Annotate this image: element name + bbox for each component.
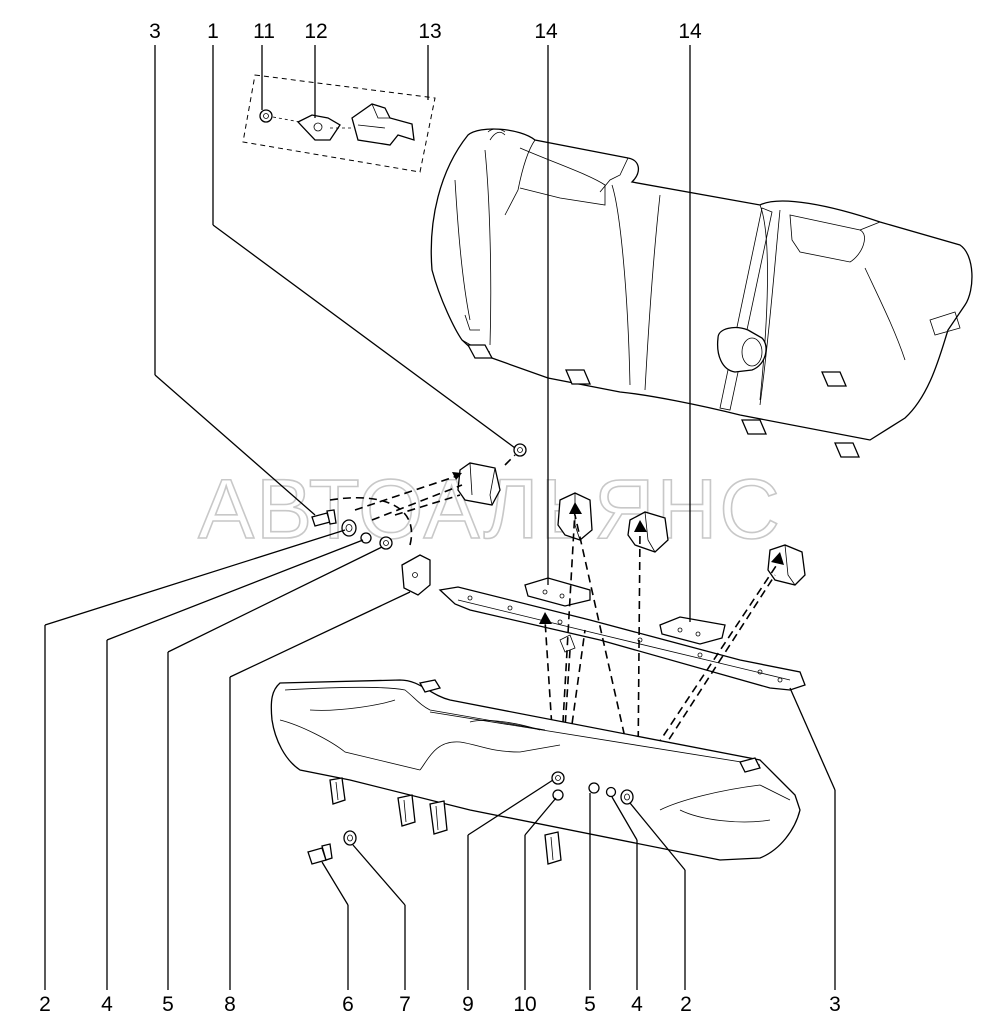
callout-3-top: 3 bbox=[149, 20, 161, 43]
callout-12-top: 12 bbox=[304, 20, 327, 43]
callout-2-bottom-right: 2 bbox=[680, 993, 692, 1016]
detail-box bbox=[242, 74, 436, 173]
callout-14-top-right: 14 bbox=[678, 20, 702, 43]
callout-6-bottom: 6 bbox=[342, 993, 354, 1016]
callout-10-bottom: 10 bbox=[513, 993, 536, 1016]
callout-4-bottom-right: 4 bbox=[631, 993, 643, 1016]
callout-8-bottom: 8 bbox=[224, 993, 236, 1016]
callout-5-bottom-left: 5 bbox=[162, 993, 174, 1016]
callout-5-bottom-right: 5 bbox=[584, 993, 596, 1016]
cross-member bbox=[438, 577, 806, 691]
callout-7-bottom: 7 bbox=[399, 993, 411, 1016]
callout-14-top-left: 14 bbox=[534, 20, 558, 43]
callout-13-top: 13 bbox=[418, 20, 441, 43]
callout-1-top: 1 bbox=[207, 20, 219, 43]
callout-labels: 3 1 11 12 13 14 14 2 4 5 8 6 7 9 10 5 4 … bbox=[39, 20, 841, 1016]
lower-fasteners bbox=[307, 771, 634, 865]
left-fasteners bbox=[311, 443, 527, 596]
callout-2-bottom-left: 2 bbox=[39, 993, 51, 1016]
leader-lines bbox=[44, 45, 836, 990]
callout-9-bottom: 9 bbox=[462, 993, 474, 1016]
callout-3-bottom: 3 bbox=[829, 993, 841, 1016]
seat-back bbox=[430, 128, 973, 458]
callout-4-bottom-left: 4 bbox=[101, 993, 113, 1016]
seat-cushion bbox=[270, 679, 801, 865]
callout-11-top: 11 bbox=[253, 20, 275, 43]
